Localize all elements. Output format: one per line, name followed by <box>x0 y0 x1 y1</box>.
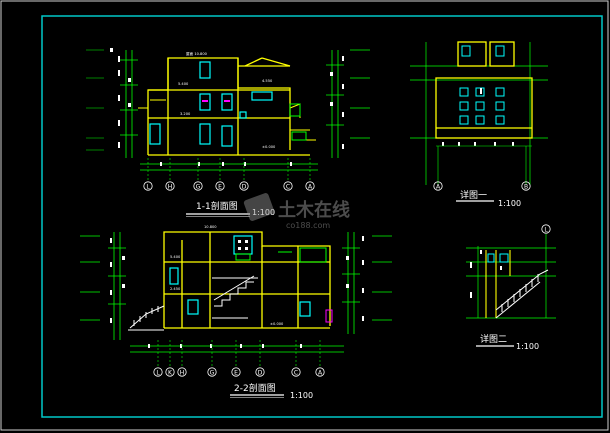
inner-frame <box>41 15 603 418</box>
detail-1-title: 详图一 <box>460 189 487 201</box>
axis-bubble: H <box>165 181 175 191</box>
svg-text:3.200: 3.200 <box>180 112 191 116</box>
section-1-1-title: 1-1剖面图 <box>196 200 238 212</box>
axis-bubble: K <box>165 367 175 377</box>
svg-text:5.400: 5.400 <box>178 82 189 86</box>
axis-bubble: L <box>153 367 163 377</box>
svg-text:2.450: 2.450 <box>170 287 181 291</box>
axis-circle <box>521 181 531 191</box>
detail-2-scale: 1:100 <box>516 342 539 351</box>
axis-label: K <box>168 369 173 376</box>
watermark: 土木在线 co188.com <box>243 193 350 230</box>
axis-circle <box>165 181 175 191</box>
axis-bubble: E <box>215 181 225 191</box>
section-1-1-scale: 1:100 <box>252 208 275 217</box>
axis-label: H <box>168 183 173 190</box>
axis-label: A <box>318 369 323 376</box>
axis-label: B <box>524 183 528 190</box>
axis-label: C <box>294 369 298 376</box>
svg-text:±0.000: ±0.000 <box>270 322 284 326</box>
axis-label: H <box>180 369 185 376</box>
axis-bubble: L <box>541 224 551 234</box>
axis-label: G <box>196 183 201 190</box>
axis-label: E <box>234 369 238 376</box>
axis-circle <box>305 181 315 191</box>
axis-bubble: A <box>305 181 315 191</box>
axis-label: D <box>242 183 247 190</box>
axis-bubble: E <box>231 367 241 377</box>
axis-circle <box>433 181 443 191</box>
watermark-sub: co188.com <box>286 221 330 230</box>
axis-bubble: D <box>255 367 265 377</box>
axis-bubble: D <box>239 181 249 191</box>
axis-circle <box>541 224 551 234</box>
axis-circle <box>193 181 203 191</box>
axis-circle <box>291 367 301 377</box>
axis-circle <box>315 367 325 377</box>
axis-circle <box>143 181 153 191</box>
watermark-main: 土木在线 <box>278 199 350 221</box>
svg-text:5.400: 5.400 <box>170 255 181 259</box>
detail-2: L 详图二 1:100 <box>466 224 556 351</box>
axis-circle <box>215 181 225 191</box>
axis-bubble: A <box>315 367 325 377</box>
axis-label: A <box>308 183 313 190</box>
axis-label: D <box>258 369 263 376</box>
axis-label: G <box>210 369 215 376</box>
svg-text:4.550: 4.550 <box>262 79 273 83</box>
section-2-2: 10.800 5.400 2.450 ±0.000 <box>80 225 392 400</box>
axis-circle <box>153 367 163 377</box>
svg-text:±0.000: ±0.000 <box>262 145 276 149</box>
axis-circle <box>231 367 241 377</box>
axis-circle <box>255 367 265 377</box>
watermark-logo-icon <box>243 193 275 221</box>
axis-circle <box>207 367 217 377</box>
detail-2-title: 详图二 <box>480 333 507 345</box>
axis-bubble: G <box>193 181 203 191</box>
section-2-2-scale: 1:100 <box>290 391 313 400</box>
axis-circle <box>283 181 293 191</box>
axis-bubble: L <box>143 181 153 191</box>
axis-label: E <box>218 183 222 190</box>
axis-label: C <box>286 183 290 190</box>
detail-2-axis-markers: L <box>541 224 551 234</box>
svg-text:10.800: 10.800 <box>204 225 217 229</box>
axis-bubble: C <box>291 367 301 377</box>
axis-bubble: A <box>433 181 443 191</box>
axis-label: A <box>436 183 441 190</box>
axis-label: L <box>544 226 548 233</box>
section-2-2-title: 2-2剖面图 <box>234 382 276 394</box>
detail-1-scale: 1:100 <box>498 199 521 208</box>
axis-label: L <box>156 369 160 376</box>
axis-bubble: C <box>283 181 293 191</box>
svg-text:屋面 10.800: 屋面 10.800 <box>186 51 208 56</box>
axis-circle <box>165 367 175 377</box>
axis-label: L <box>146 183 150 190</box>
axis-bubble: H <box>177 367 187 377</box>
axis-bubble: G <box>207 367 217 377</box>
axis-circle <box>177 367 187 377</box>
axis-bubble: B <box>521 181 531 191</box>
axis-circle <box>239 181 249 191</box>
section-1-1: 屋面 10.800 5.400 3.200 ±0.000 4.550 <box>86 48 370 217</box>
